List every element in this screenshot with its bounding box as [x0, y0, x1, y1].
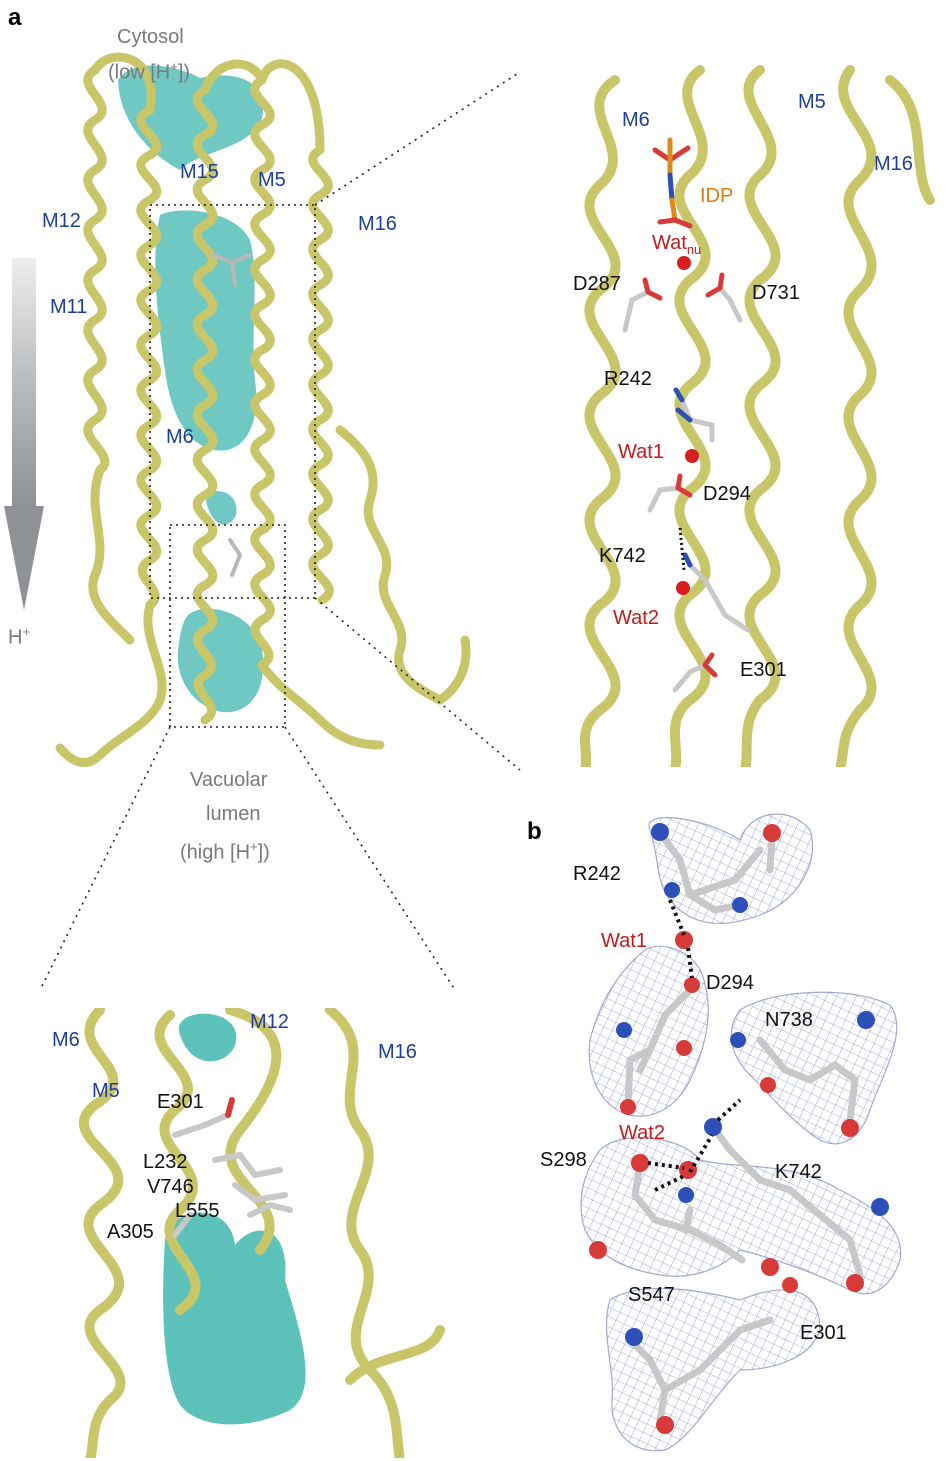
zt-wat2-label: Wat2	[613, 607, 659, 629]
zb-v746-label: V746	[147, 1176, 194, 1198]
cytosol-label: Cytosol	[117, 26, 184, 48]
db-wat1-label: Wat1	[601, 930, 647, 952]
wat1-sphere	[685, 449, 699, 463]
side-chains	[622, 272, 751, 693]
db-e301-label: E301	[800, 1322, 847, 1344]
zt-helix-m16: M16	[874, 153, 913, 175]
zt-d731-label: D731	[752, 282, 800, 304]
hydrophobic-gate	[172, 1097, 293, 1238]
db-s298-label: S298	[540, 1149, 587, 1171]
high-h-label: (high [H+])	[180, 839, 270, 864]
ligand-sticks	[210, 253, 252, 577]
cytosol-low-h-label: (low [H+])	[108, 59, 191, 84]
zb-helix-m6: M6	[52, 1029, 80, 1051]
helix-label-m15: M15	[180, 161, 219, 183]
zoom-bottom-panel	[78, 1008, 445, 1458]
zoom-top-panel	[580, 65, 935, 767]
overview-structure	[55, 52, 471, 768]
zt-helix-m6: M6	[622, 109, 650, 131]
zt-r242-label: R242	[604, 368, 652, 390]
ball-and-stick	[589, 823, 889, 1434]
zb-l555-label: L555	[175, 1200, 220, 1222]
wat2-sphere	[676, 581, 690, 595]
zt-wat-nu-label: Watnu	[652, 232, 702, 257]
proton-gradient-arrow	[4, 258, 44, 610]
db-s547-label: S547	[628, 1284, 675, 1306]
db-r242-label: R242	[573, 863, 621, 885]
zt-idp-label: IDP	[700, 185, 734, 207]
db-d294-label: D294	[706, 972, 754, 994]
zb-l232-label: L232	[143, 1151, 188, 1173]
zt-k742-label: K742	[599, 545, 646, 567]
density-map-panel	[580, 813, 902, 1452]
db-n738-label: N738	[765, 1009, 813, 1031]
connector-lines	[39, 71, 521, 991]
zt-wat1-label: Wat1	[618, 441, 664, 463]
vacuolar-label: Vacuolar	[190, 769, 268, 791]
zb-helix-m12: M12	[250, 1011, 289, 1033]
zt-e301-label: E301	[740, 659, 787, 681]
zb-helix-m5: M5	[92, 1080, 120, 1102]
proton-label: H+	[8, 624, 31, 649]
helix-label-m12: M12	[42, 210, 81, 232]
zt-d287-label: D287	[573, 273, 621, 295]
wat-nu-sphere	[677, 256, 691, 270]
idp-ligand	[652, 137, 693, 229]
db-wat2-label: Wat2	[619, 1122, 665, 1144]
zoom-boxes	[149, 204, 316, 728]
zb-a305-label: A305	[107, 1221, 154, 1243]
hydrogen-bonds	[647, 899, 742, 1192]
zb-e301-label: E301	[157, 1091, 204, 1113]
db-k742-label: K742	[775, 1161, 822, 1183]
zb-helix-m16: M16	[378, 1041, 417, 1063]
helix-label-m6: M6	[166, 426, 194, 448]
lumen-label: lumen	[206, 803, 261, 825]
helix-label-m5: M5	[258, 169, 286, 191]
zt-d294-label: D294	[703, 483, 751, 505]
helix-ribbons	[55, 52, 471, 768]
panel-label-b: b	[527, 818, 542, 845]
helix-label-m16: M16	[358, 213, 397, 235]
panel-label-a: a	[8, 4, 22, 31]
hbond-k742-d294	[678, 527, 686, 571]
zt-helix-m5: M5	[798, 91, 826, 113]
helix-label-m11: M11	[50, 296, 88, 318]
